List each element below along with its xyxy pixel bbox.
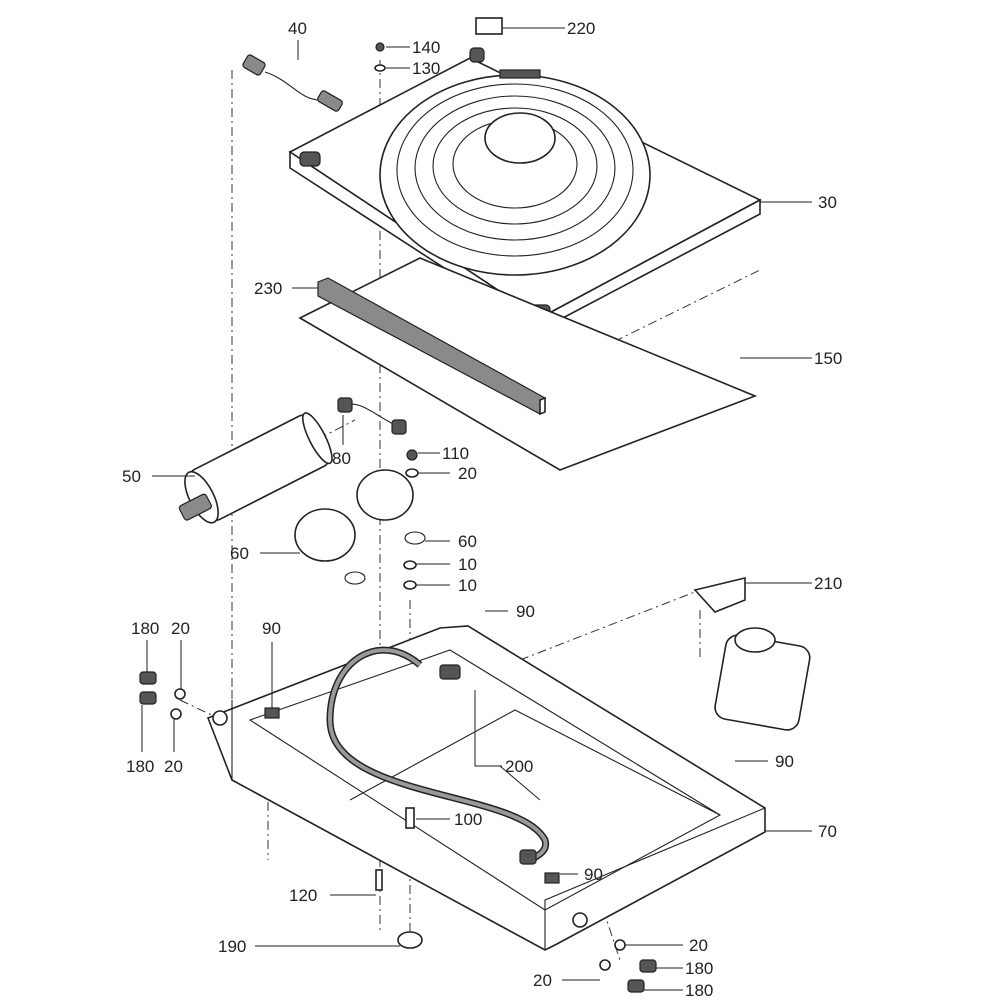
callout-20: 20 (458, 464, 477, 483)
label-plate (475, 17, 503, 35)
washer (170, 708, 182, 720)
clamp (356, 469, 426, 545)
callout-10: 10 (458, 555, 477, 574)
washer (403, 580, 417, 590)
washer (405, 468, 419, 478)
callout-180: 180 (685, 959, 713, 978)
callout-20: 20 (164, 757, 183, 776)
callout-20: 20 (171, 619, 190, 638)
hose-clamp (397, 931, 423, 949)
mounting-tray (206, 625, 766, 951)
washer (614, 939, 626, 951)
leader-lines (141, 27, 812, 991)
callout-50: 50 (122, 467, 141, 486)
callout-90: 90 (775, 752, 794, 771)
washer (374, 64, 386, 72)
bolt (639, 959, 657, 973)
filter-housing (693, 576, 811, 731)
stud (405, 807, 415, 829)
connector (519, 849, 537, 865)
callout-90: 90 (516, 602, 535, 621)
callout-120: 120 (289, 886, 317, 905)
bolt (139, 691, 157, 705)
callout-90: 90 (262, 619, 281, 638)
callout-110: 110 (442, 444, 469, 463)
callout-40: 40 (288, 19, 307, 38)
fitting (337, 397, 353, 413)
foam-strip (317, 277, 546, 416)
callout-180: 180 (126, 757, 154, 776)
callout-60: 60 (230, 544, 249, 563)
gasket-sheet (298, 257, 758, 471)
callout-190: 190 (218, 937, 246, 956)
connector (439, 664, 461, 680)
fitting (391, 419, 407, 435)
callout-230: 230 (254, 279, 282, 298)
callout-130: 130 (412, 59, 440, 78)
callout-30: 30 (818, 193, 837, 212)
clip (264, 707, 280, 719)
screw (375, 42, 385, 52)
callout-60: 60 (458, 532, 477, 551)
washer (403, 560, 417, 570)
callout-10: 10 (458, 576, 477, 595)
stud (375, 869, 383, 891)
bolt (139, 671, 157, 685)
pressure-switch (242, 54, 343, 112)
callout-70: 70 (818, 822, 837, 841)
callout-80: 80 (332, 449, 351, 468)
callout-220: 220 (567, 19, 595, 38)
callout-100: 100 (454, 810, 482, 829)
callout-150: 150 (814, 349, 842, 368)
callout-20: 20 (689, 936, 708, 955)
callout-180: 180 (685, 981, 713, 1000)
washer (174, 688, 186, 700)
bolt (627, 979, 645, 993)
clamp (294, 508, 366, 585)
callout-90: 90 (584, 865, 603, 884)
washer (599, 959, 611, 971)
callout-210: 210 (814, 574, 842, 593)
callout-180: 180 (131, 619, 159, 638)
receiver-drier (178, 412, 333, 524)
callout-140: 140 (412, 38, 440, 57)
clip (544, 872, 560, 884)
condenser-assembly (288, 47, 762, 332)
callout-200: 200 (505, 757, 533, 776)
nut (406, 449, 418, 461)
callout-20: 20 (533, 971, 552, 990)
